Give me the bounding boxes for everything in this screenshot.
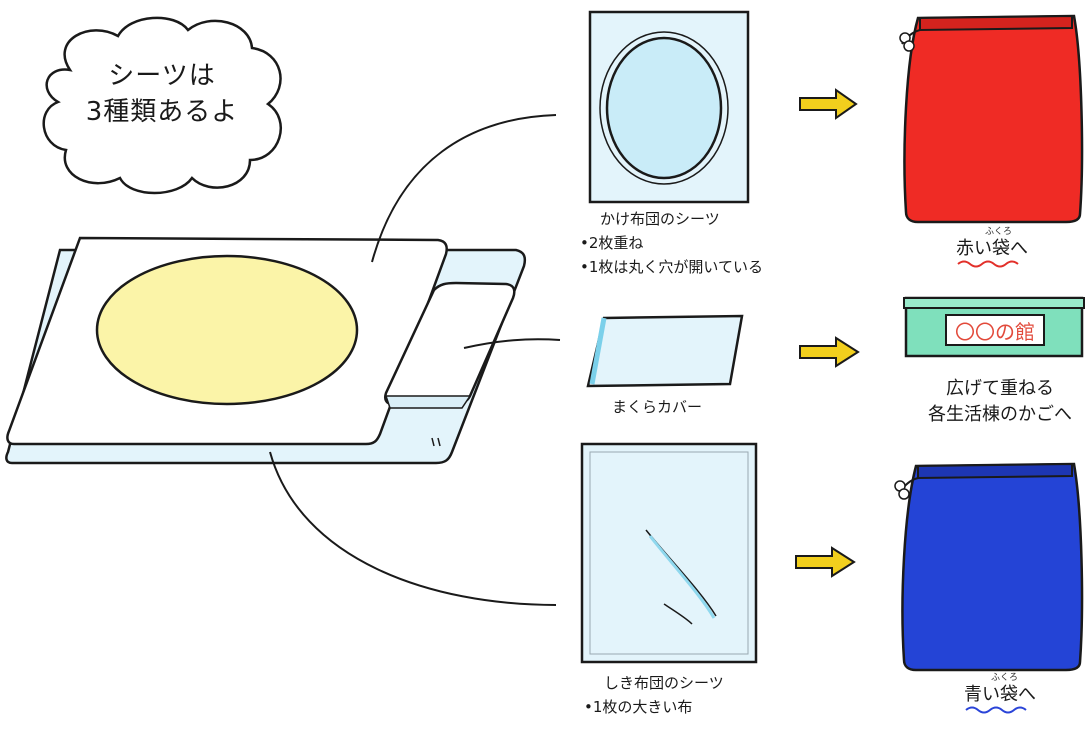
bubble-line-1: シーツは	[108, 61, 216, 91]
red-wave-underline	[957, 260, 1019, 268]
blue-bag-label-kanji: 袋	[1000, 684, 1018, 705]
bubble-text: シーツは 3種類あるよ	[62, 58, 262, 130]
blue-bag-icon	[894, 462, 1084, 672]
box-label: 〇〇の館	[945, 314, 1045, 346]
fold-marks	[431, 437, 441, 447]
pillow-cover-sheet	[586, 314, 744, 388]
blue-bag-label-pre: 青い	[964, 684, 1000, 705]
red-bag-label-kanji: 袋	[992, 238, 1010, 259]
blue-bag-label-post: へ	[1018, 684, 1036, 705]
duvet-oval-hole	[95, 254, 359, 406]
red-bag-label-pre: 赤い	[956, 238, 992, 259]
duvet-sheet-title: かけ布団のシーツ	[600, 210, 720, 228]
duvet-sheet-note-1: •2枚重ね	[580, 234, 644, 252]
box-caption-1: 広げて重ねる	[946, 378, 1054, 399]
blue-bag-label: 青い袋へ	[964, 682, 1036, 708]
thought-bubble	[42, 16, 283, 195]
duvet-sheet-hole-outer	[599, 31, 729, 185]
red-bag-label: 赤い袋へ	[956, 236, 1028, 262]
red-bag-icon	[899, 14, 1084, 224]
connector-duvet	[371, 114, 557, 263]
mattress-sheet-card	[580, 442, 758, 664]
blue-wave-underline	[965, 706, 1027, 714]
connector-mattress	[269, 451, 557, 606]
arrow-right-icon	[799, 336, 860, 368]
arrow-right-icon	[795, 546, 856, 578]
red-bag-label-post: へ	[1010, 238, 1028, 259]
box-caption-2: 各生活棟のかごへ	[928, 404, 1072, 425]
mattress-sheet-title: しき布団のシーツ	[604, 674, 724, 692]
duvet-sheet-note-2: •1枚は丸く穴が開いている	[580, 258, 763, 276]
connector-pillow	[463, 338, 561, 349]
mattress-sheet-inner-edge	[589, 451, 749, 655]
blue-bag-ruby: ふくろ	[991, 673, 1019, 683]
crease-highlight	[648, 535, 716, 619]
crease-2	[663, 603, 693, 625]
arrow-right-icon	[799, 88, 858, 120]
red-bag-ruby: ふくろ	[985, 227, 1013, 237]
pillow-cover-edge	[589, 317, 607, 385]
bubble-line-2: 3種類あるよ	[85, 97, 239, 127]
pillow-shadow	[384, 395, 472, 409]
storage-box-icon	[903, 296, 1085, 358]
mattress-sheet-note-1: •1枚の大きい布	[584, 698, 693, 716]
pillow-cover-title: まくらカバー	[612, 398, 703, 416]
duvet-sheet-hole	[605, 36, 723, 180]
